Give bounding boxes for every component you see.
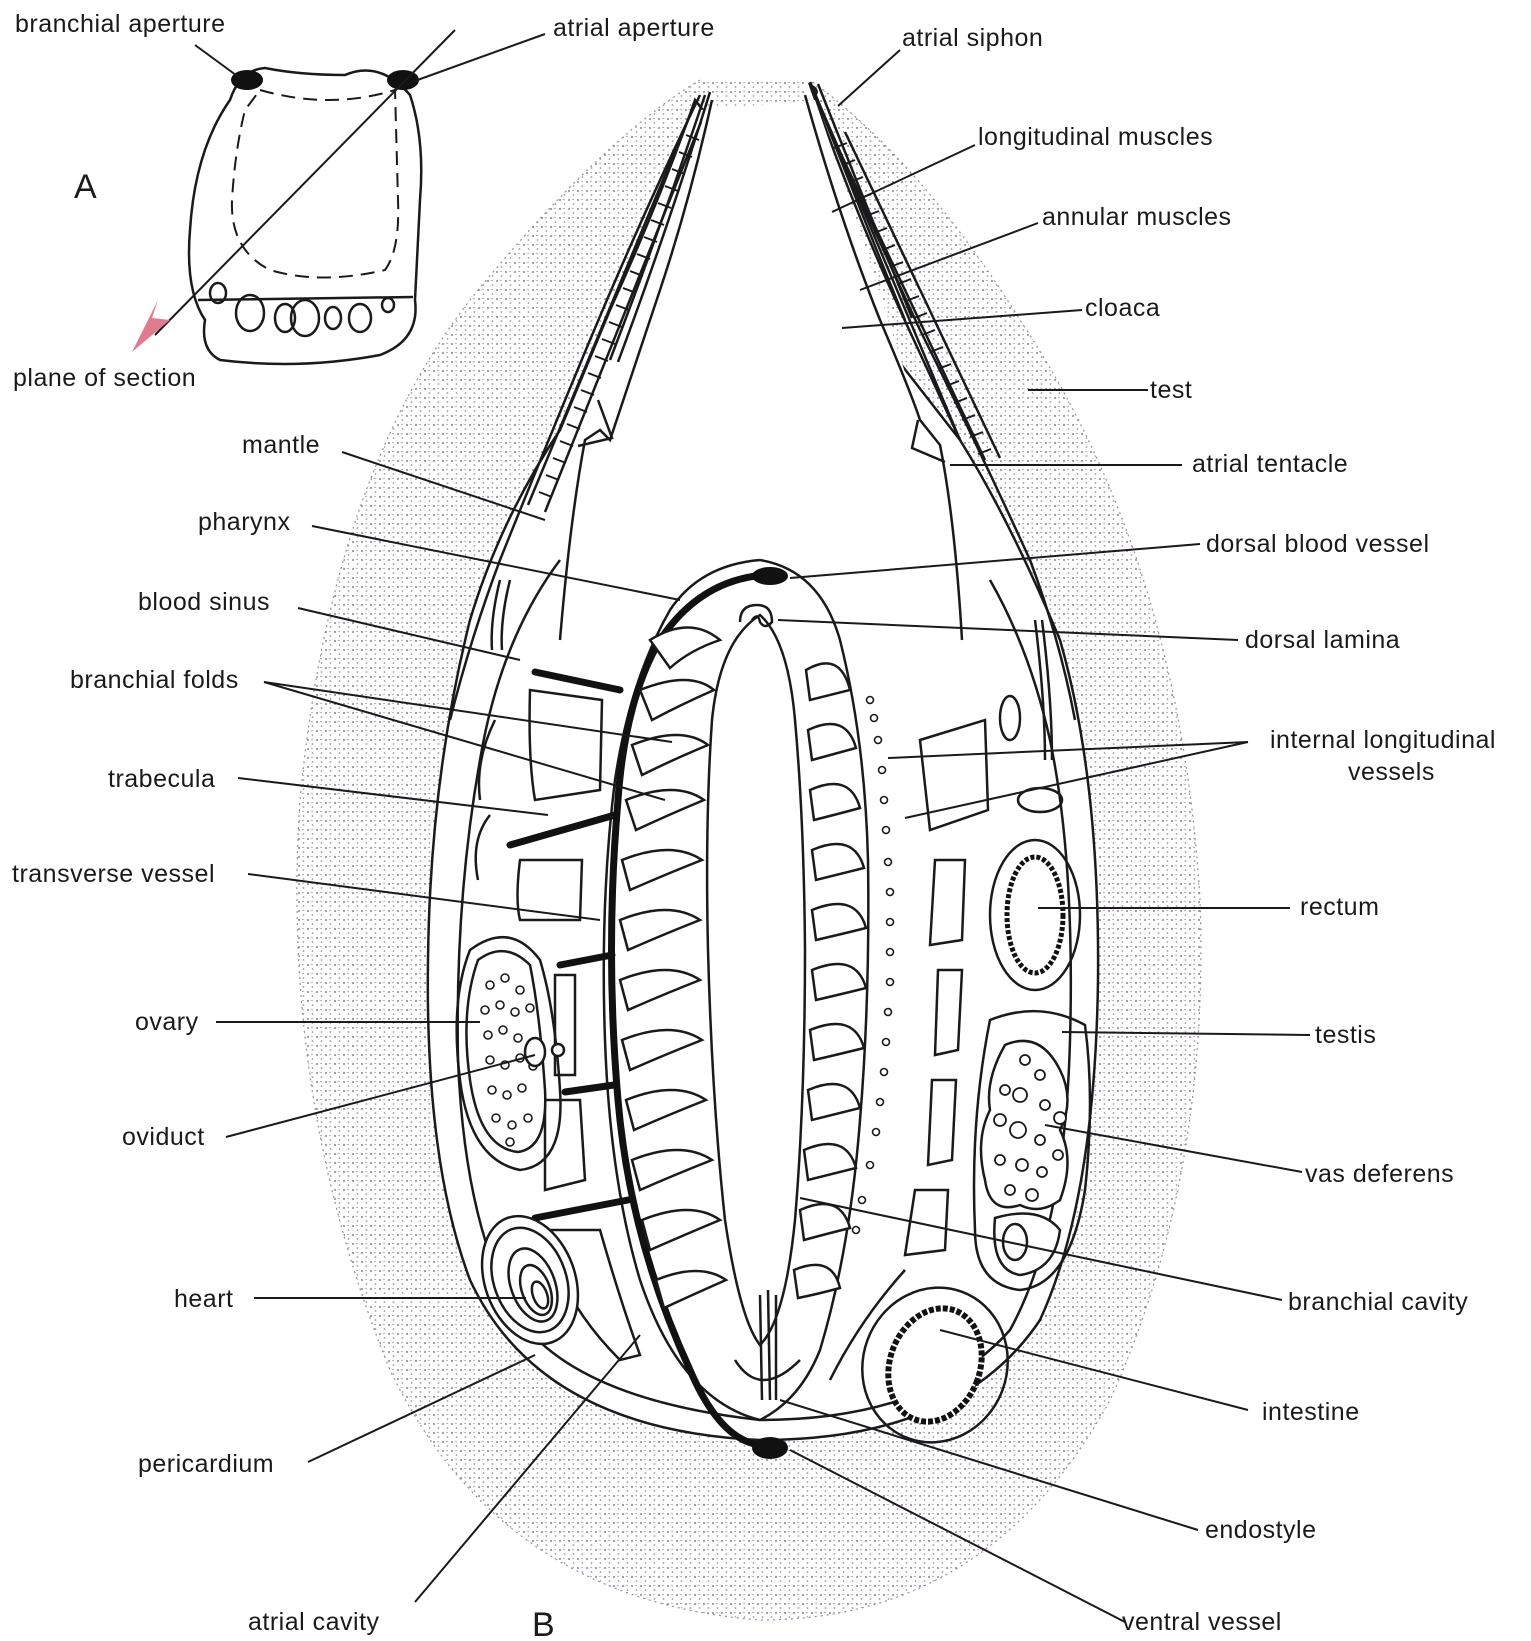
label-vas-deferens: vas deferens xyxy=(1305,1160,1454,1188)
label-annular-muscles: annular muscles xyxy=(1042,203,1232,231)
label-pharynx: pharynx xyxy=(198,508,290,536)
label-internal-longitudinal: internal longitudinal xyxy=(1270,726,1496,754)
label-branchial-folds: branchial folds xyxy=(70,666,239,694)
label-mantle: mantle xyxy=(242,431,320,459)
label-oviduct: oviduct xyxy=(122,1123,205,1151)
label-intestine: intestine xyxy=(1262,1398,1360,1426)
label-blood-sinus: blood sinus xyxy=(138,588,270,616)
figure-a-inner-dashed xyxy=(232,90,398,278)
label-branchial-cavity: branchial cavity xyxy=(1288,1288,1468,1316)
label-longitudinal-muscles: longitudinal muscles xyxy=(978,123,1213,151)
label-endostyle: endostyle xyxy=(1205,1516,1317,1544)
figure-a-panel-label: A xyxy=(74,168,97,206)
figure-b-panel-label: B xyxy=(532,1606,555,1641)
figure-a-section-plane-line xyxy=(155,30,455,335)
label-cloaca: cloaca xyxy=(1085,294,1160,322)
label-atrial-siphon: atrial siphon xyxy=(902,24,1043,52)
label-pericardium: pericardium xyxy=(138,1450,274,1478)
figure-a-branchial-aperture-icon xyxy=(231,70,263,90)
label-atrial-cavity: atrial cavity xyxy=(248,1608,380,1636)
label-test: test xyxy=(1150,376,1192,404)
label-trabecula: trabecula xyxy=(108,765,215,793)
oviduct-opening xyxy=(525,1038,545,1066)
figure-b: mantle pharynx blood sinus branchial fol… xyxy=(12,24,1496,1641)
label-ventral-vessel: ventral vessel xyxy=(1122,1608,1282,1636)
label-dorsal-lamina: dorsal lamina xyxy=(1245,626,1400,654)
label-internal-longitudinal-vessels: vessels xyxy=(1348,758,1435,786)
figure-a-atrial-aperture-icon xyxy=(387,70,419,90)
label-atrial-aperture: atrial aperture xyxy=(553,14,715,42)
label-testis: testis xyxy=(1315,1021,1376,1049)
figure-a-substrate xyxy=(210,283,394,336)
label-branchial-aperture: branchial aperture xyxy=(15,10,226,38)
figure-a-body-outline xyxy=(189,68,421,364)
dorsal-blood-vessel-icon xyxy=(752,567,788,585)
ventral-vessel-icon xyxy=(752,1437,788,1459)
label-rectum: rectum xyxy=(1300,893,1379,921)
label-atrial-tentacle: atrial tentacle xyxy=(1192,450,1348,478)
label-transverse-vessel: transverse vessel xyxy=(12,860,215,888)
label-dorsal-blood-vessel: dorsal blood vessel xyxy=(1206,530,1430,558)
label-heart: heart xyxy=(174,1285,233,1313)
label-ovary: ovary xyxy=(135,1008,199,1036)
label-plane-of-section: plane of section xyxy=(13,364,196,392)
